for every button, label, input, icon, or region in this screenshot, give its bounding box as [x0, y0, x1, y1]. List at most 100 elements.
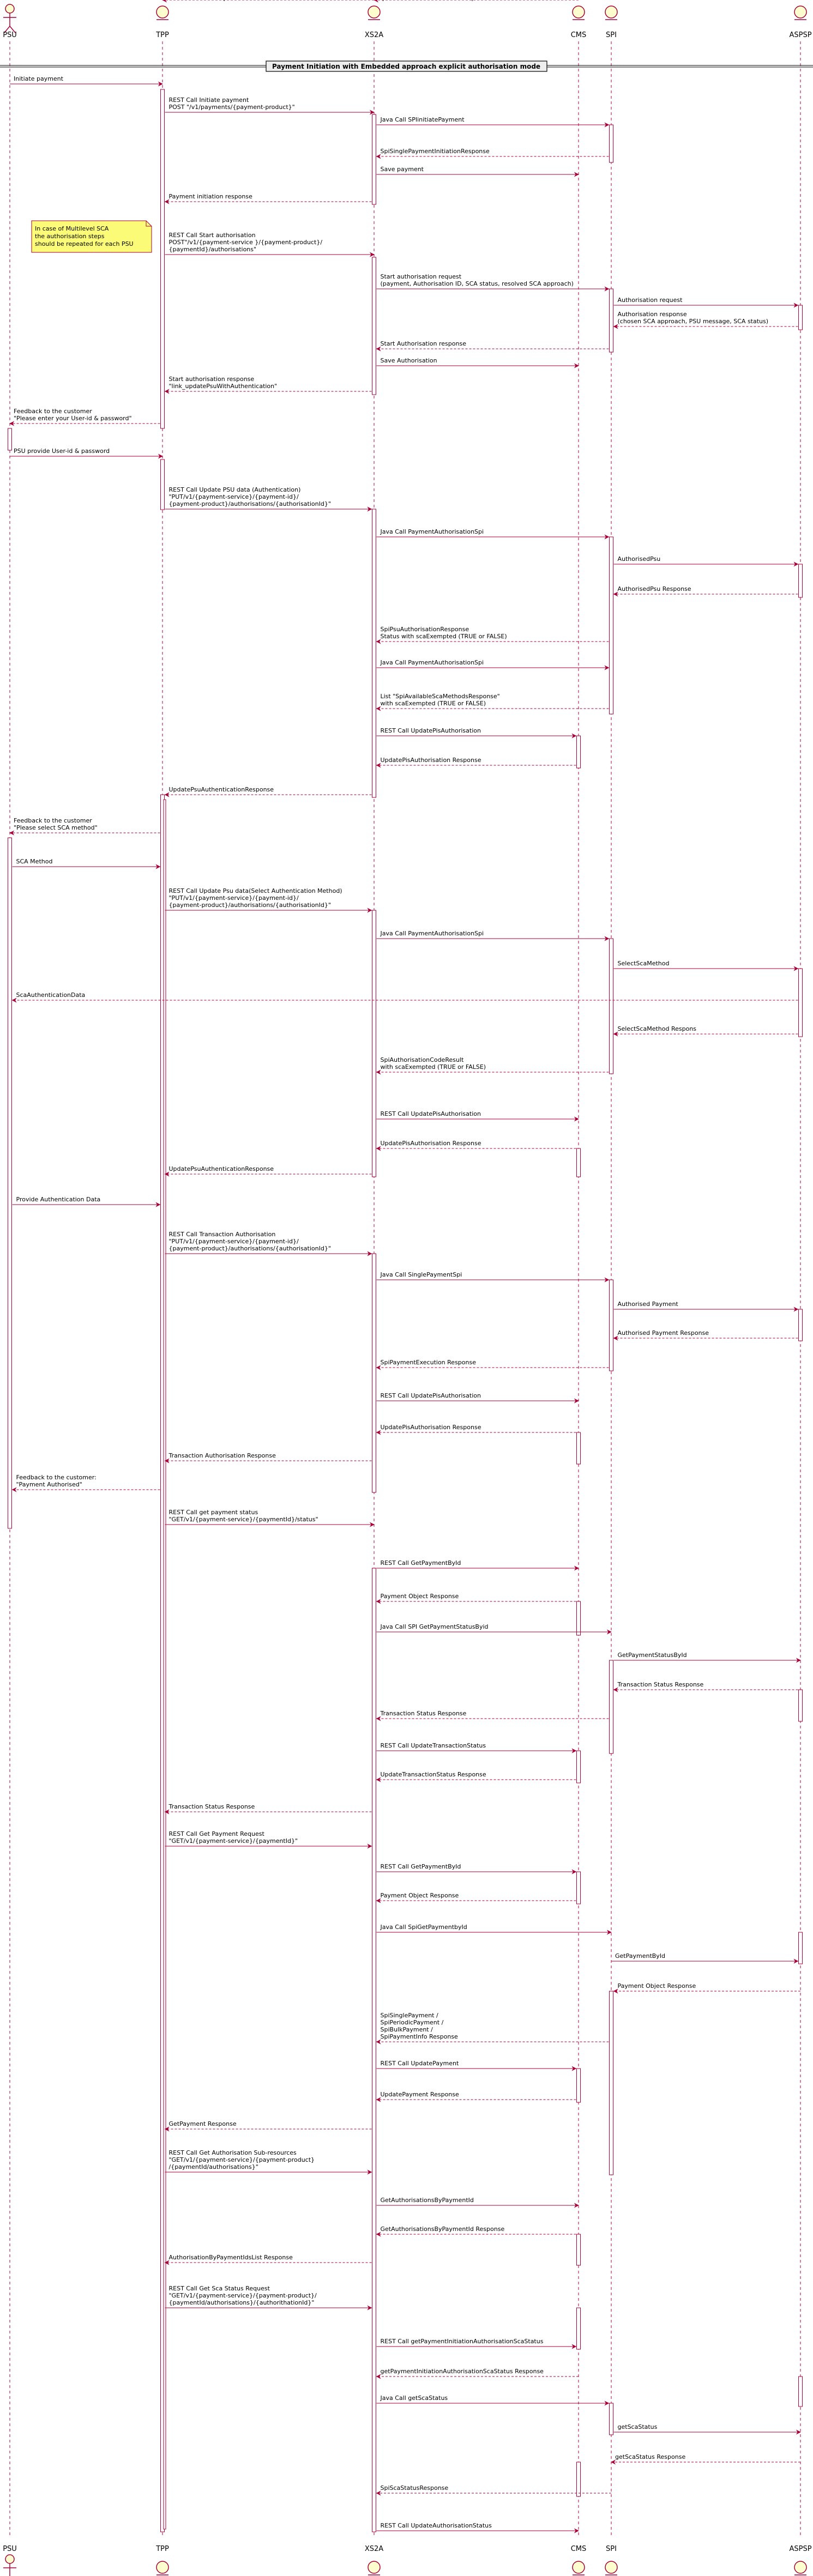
message-37: Provide Authentication Data [12, 1196, 161, 1207]
message-35: UpdatePisAuthorisation Response [376, 1140, 576, 1151]
message-label: "PUT/v1/{payment-service}/{payment-id}/ [169, 493, 299, 500]
entity-icon [156, 2561, 169, 2575]
participant-psu-top: PSU [3, 4, 17, 39]
activation-bar-tpp [163, 799, 166, 2530]
message-label: Payment Object Response [381, 1892, 459, 1899]
message-label: "GET/v1/{payment-service}/{payment-produ… [169, 2292, 317, 2299]
activation-bar-cms [576, 2234, 581, 2266]
message-19: AuthorisedPsu Response [613, 585, 798, 597]
message-7: REST Call Start authorisationPOST"/v1/{p… [165, 232, 375, 257]
message-65: UpdatePayment Response [376, 2091, 576, 2102]
message-79: UpdateAuthorisationStatus Response [374, 0, 579, 3]
message-label: REST Call Initiate payment [169, 96, 249, 104]
message-14: Feedback to the customer"Please enter yo… [9, 408, 160, 426]
message-label: UpdateAuthorisationStatus Response [378, 0, 490, 2]
activation-bar-spi [609, 2403, 613, 2435]
message-label: UpdatePsuAuthenticationResponse [169, 1165, 274, 1172]
participant-psu-bottom: PSU [3, 2545, 17, 2576]
message-label: Transaction Authorisation Response [168, 1452, 276, 1459]
message-label: PSU provide User-id & password [14, 448, 110, 455]
message-23: REST Call UpdatePisAuthorisation [376, 727, 577, 739]
message-66: GetPayment Response [164, 2120, 372, 2132]
activation-bar-tpp [160, 89, 165, 429]
message-label: with scaExempted (TRUE or FALSE) [381, 700, 486, 707]
message-77: SpiScaStatusResponse [376, 2484, 611, 2496]
message-51: GetPaymentStatusById [613, 1652, 801, 1663]
message-38: REST Call Transaction Authorisation"PUT/… [165, 1231, 372, 1256]
message-label: POST "/v1/payments/{payment-product}" [169, 104, 295, 111]
message-53: Transaction Status Response [376, 1710, 609, 1721]
message-label: GetPaymentStatusById [618, 1652, 687, 1659]
message-42: SpiPaymentExecution Response [376, 1359, 609, 1370]
message-28: REST Call Update Psu data(Select Authent… [165, 887, 372, 913]
message-label: List "SpiAvailableScaMethodsResponse" [381, 693, 500, 700]
message-54: REST Call UpdateTransactionStatus [376, 1742, 577, 1753]
participant-tpp-top: TPP [155, 5, 169, 39]
participants: PSUPSUTPPTPPXS2AXS2ACMSCMSSPISPIASPSPASP… [3, 4, 812, 2576]
diagram-title: Payment Initiation with Embedded approac… [272, 63, 540, 70]
message-label: REST Call Get Authorisation Sub-resource… [169, 2149, 297, 2156]
message-5: Save payment [376, 166, 579, 177]
message-label: SpiPsuAuthorisationResponse [381, 626, 469, 633]
entity-icon [572, 2561, 585, 2575]
participant-label: XS2A [365, 2545, 383, 2553]
message-57: REST Call Get Payment Request"GET/v1/{pa… [165, 1830, 372, 1849]
message-label: "GET/v1/{payment-service}/{payment-produ… [169, 2156, 315, 2163]
message-27: SCA Method [12, 858, 161, 869]
message-label: {paymentId}/authorisations" [169, 246, 257, 253]
participant-label: TPP [155, 2545, 169, 2553]
message-label: Payment Object Response [618, 1982, 696, 1990]
message-41: Authorised Payment Response [613, 1329, 798, 1341]
message-75: getScaStatus [613, 2423, 801, 2435]
activation-bar-xs2a [372, 910, 376, 1177]
message-label: REST Call UpdateTransactionStatus [381, 1742, 486, 1749]
message-label: REST Call Start authorisation [169, 232, 256, 239]
message-label: SpiBulkPayment / [381, 2026, 433, 2033]
participant-label: SPI [606, 2545, 617, 2553]
message-label: REST Call Transaction Authorisation [169, 1231, 276, 1238]
activation-bar-aspsp [798, 1932, 803, 1964]
activation-bar-xs2a [372, 257, 376, 395]
activation-bar-aspsp [798, 564, 803, 598]
participant-label: XS2A [365, 31, 383, 39]
message-76: getScaStatus Response [611, 2453, 800, 2465]
participant-label: ASPSP [789, 2545, 811, 2553]
message-label: {payment-product}/authorisations/{author… [169, 500, 331, 507]
participant-xs2a-top: XS2A [365, 5, 383, 39]
message-label: Start Authorisation response [381, 340, 467, 347]
message-label: Provide Authentication Data [16, 1196, 101, 1203]
message-label: Feedback to the customer [14, 817, 92, 824]
message-label: SCA Method [16, 858, 53, 865]
activation-bar-cms [576, 1750, 581, 1783]
message-label: Start authorisation request [381, 273, 462, 280]
activation-bar-xs2a [372, 1568, 376, 2532]
note-line-2: the authorisation steps [35, 233, 105, 240]
message-56: Transaction Status Response [164, 1803, 372, 1815]
activation-bar-spi [609, 1279, 613, 1371]
message-label: UpdatePisAuthorisation Response [381, 1140, 481, 1147]
participant-aspsp-top: ASPSP [789, 5, 812, 39]
message-label: "Please enter your User-id & password" [14, 415, 132, 422]
message-24: UpdatePisAuthorisation Response [376, 757, 576, 768]
diagram-title-frame: Payment Initiation with Embedded approac… [0, 61, 813, 72]
message-label: SpiSinglePayment / [381, 2012, 438, 2019]
message-55: UpdateTransactionStatus Response [376, 1771, 576, 1782]
activation-bar-cms [576, 1871, 581, 1904]
message-15: PSU provide User-id & password [10, 448, 163, 459]
message-label: Transaction Status Response [168, 1803, 255, 1810]
participant-label: CMS [571, 31, 587, 39]
message-label: REST Call UpdatePisAuthorisation [381, 1110, 481, 1117]
participant-label: ASPSP [789, 31, 811, 39]
message-label: getPaymentInitiationAuthorisationScaStat… [381, 2368, 544, 2375]
message-label: (chosen SCA approach, PSU message, SCA s… [618, 318, 769, 325]
message-label: "GET/v1/{payment-service}/{paymentId}" [169, 1837, 298, 1845]
participant-label: PSU [3, 2545, 17, 2553]
message-50: Java Call SPI GetPaymentStatusByid [376, 1623, 612, 1635]
actor-icon [3, 2554, 16, 2576]
message-label: "PUT/v1/{payment-service}/{payment-id}/ [169, 1238, 299, 1245]
participant-label: CMS [571, 2545, 587, 2553]
message-71: REST Call Get Sca Status Request"GET/v1/… [165, 2285, 372, 2311]
message-label: Java Call SPIinitiatePayment [380, 116, 465, 123]
